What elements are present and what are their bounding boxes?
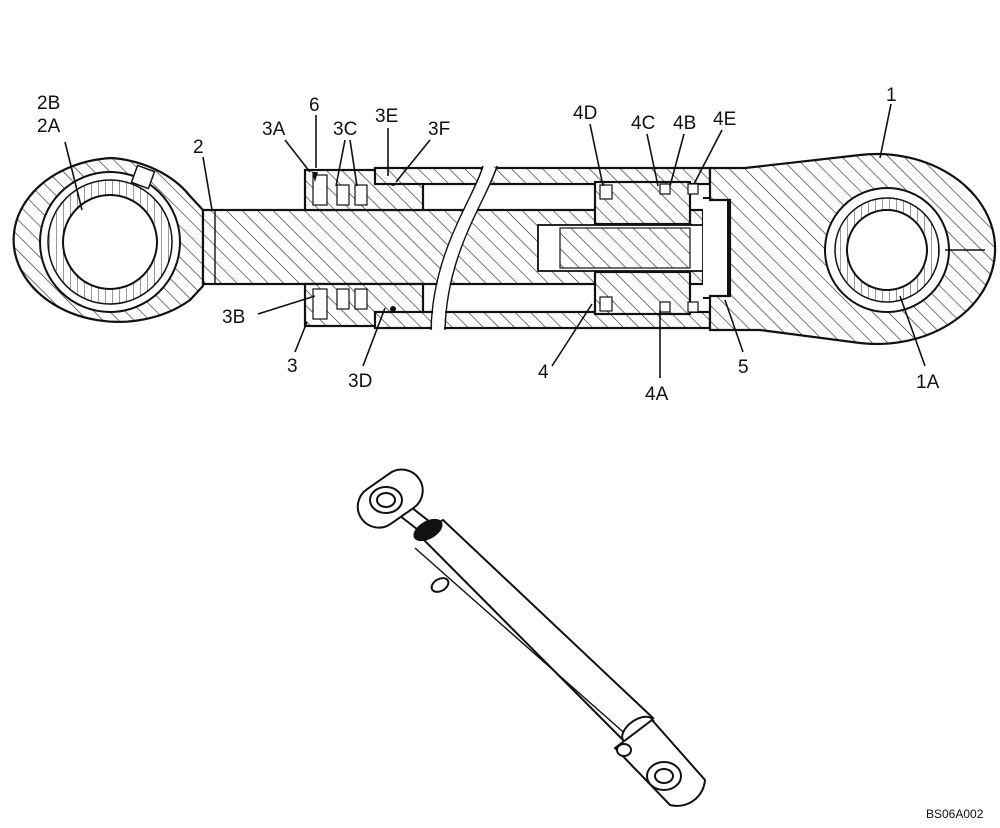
- label-4D: 4D: [573, 103, 597, 124]
- label-1A: 1A: [916, 372, 940, 393]
- figure-code: BS06A002: [926, 807, 984, 821]
- cylinder-isometric-view: [356, 468, 707, 807]
- label-2B: 2B: [37, 93, 60, 114]
- label-2: 2: [193, 137, 204, 158]
- label-3: 3: [287, 356, 298, 377]
- label-4B: 4B: [673, 113, 696, 134]
- label-4A: 4A: [645, 384, 669, 405]
- part-labels: 2B 2A 2 3A 6 3C 3E 3F 4D 4C 4B 4E 1 3B 3…: [37, 85, 940, 405]
- label-3A: 3A: [262, 119, 286, 140]
- label-4E: 4E: [713, 109, 736, 130]
- label-4C: 4C: [631, 113, 655, 134]
- cap-eye: [708, 152, 997, 346]
- label-1: 1: [886, 85, 897, 106]
- label-3C: 3C: [333, 119, 357, 140]
- label-3E: 3E: [375, 106, 398, 127]
- piston-nut: [703, 197, 729, 299]
- label-6: 6: [309, 95, 320, 116]
- leader-lines: [64, 103, 926, 378]
- label-4: 4: [538, 362, 549, 383]
- cylinder-section-view: [12, 152, 997, 346]
- label-3F: 3F: [428, 119, 450, 140]
- rod-eye: [12, 156, 205, 323]
- label-5: 5: [738, 357, 749, 378]
- piston: [593, 180, 699, 316]
- label-3D: 3D: [348, 371, 372, 392]
- label-2A: 2A: [37, 116, 61, 137]
- label-3B: 3B: [222, 307, 245, 328]
